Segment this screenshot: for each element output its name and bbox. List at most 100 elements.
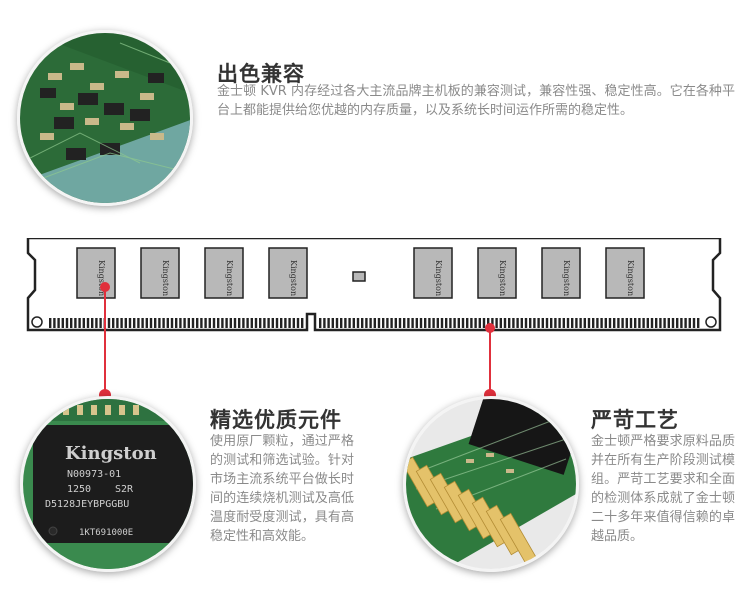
- gold-finger-pin: [288, 318, 291, 328]
- gold-finger-pin: [179, 318, 182, 328]
- gold-finger-pin: [365, 318, 368, 328]
- gold-finger-pin: [107, 318, 111, 328]
- gold-finger-pin: [149, 318, 153, 328]
- gold-finger-pin: [221, 318, 224, 328]
- gold-finger-pin: [424, 318, 427, 328]
- gold-finger-pin: [419, 318, 423, 328]
- gold-finger-pin: [625, 318, 628, 328]
- gold-finger-pin: [671, 318, 675, 328]
- gold-finger-pin: [432, 318, 435, 328]
- gold-finger-pin: [638, 318, 641, 328]
- gold-finger-pin: [529, 318, 532, 328]
- gold-finger-pin: [621, 318, 624, 328]
- gold-finger-pin: [250, 318, 253, 328]
- gold-finger-pin: [212, 318, 216, 328]
- gold-finger-pin: [466, 318, 469, 328]
- memory-chip: Kingston: [140, 247, 180, 299]
- gold-finger-pin: [667, 318, 670, 328]
- gold-finger-pin: [474, 318, 477, 328]
- gold-finger-pin: [225, 318, 228, 328]
- memory-chip: Kingston: [268, 247, 308, 299]
- gold-finger-pin: [613, 318, 616, 328]
- gold-finger-pin: [642, 318, 645, 328]
- gold-finger-pin: [162, 318, 165, 328]
- gold-finger-pin: [676, 318, 679, 328]
- gold-finger-pin: [369, 318, 372, 328]
- gold-finger-pin: [503, 318, 507, 328]
- gold-finger-pin: [684, 318, 687, 328]
- gold-finger-pin: [394, 318, 397, 328]
- gold-finger-pin: [91, 318, 94, 328]
- chip-line4-text: 1KT691000E: [79, 528, 133, 538]
- gold-finger-pin: [335, 318, 339, 328]
- memory-chip-brand-label: Kingston: [626, 260, 635, 296]
- gold-finger-pin: [361, 318, 364, 328]
- gold-finger-pin: [233, 318, 237, 328]
- gold-finger-pin: [86, 318, 90, 328]
- gold-finger-pin: [398, 318, 402, 328]
- gold-finger-pin: [390, 318, 393, 328]
- gold-finger-pin: [74, 318, 77, 328]
- gold-finger-pin: [461, 318, 465, 328]
- memory-chip-brand-label: Kingston: [562, 260, 571, 296]
- gold-finger-pin: [170, 318, 174, 328]
- memory-chip: Kingston: [477, 247, 517, 299]
- memory-chip: Kingston: [541, 247, 581, 299]
- gold-finger-pin: [327, 318, 330, 328]
- gold-finger-pin: [604, 318, 607, 328]
- gold-finger-pin: [692, 318, 696, 328]
- gold-finger-pin: [571, 318, 574, 328]
- components-body: 使用原厂颗粒，通过严格的测试和筛选试验。针对市场主流系统平台做长时间的连续烧机测…: [210, 434, 354, 544]
- chip-line3-text: D5128JEYBPGGBU: [45, 499, 129, 510]
- gold-finger-pin: [663, 318, 666, 328]
- gold-finger-pin: [175, 318, 178, 328]
- gold-finger-pin: [53, 318, 56, 328]
- gold-finger-pin: [301, 318, 304, 328]
- gold-finger-pin: [512, 318, 515, 328]
- gold-finger-pin: [415, 318, 418, 328]
- gold-finger-pin: [204, 318, 207, 328]
- gold-finger-pin: [61, 318, 64, 328]
- gold-finger-pin: [697, 318, 700, 328]
- gold-finger-pin: [246, 318, 249, 328]
- gold-finger-pin: [217, 318, 220, 328]
- gold-finger-pin: [449, 318, 452, 328]
- gold-finger-pin: [440, 318, 444, 328]
- memory-chip-brand-label: Kingston: [289, 260, 298, 296]
- components-title: 精选优质元件: [210, 408, 342, 432]
- gold-finger-pin: [57, 318, 60, 328]
- memory-chip: Kingston: [76, 247, 116, 299]
- gold-finger-pin: [187, 318, 190, 328]
- gold-finger-pin: [386, 318, 389, 328]
- memory-chip: Kingston: [204, 247, 244, 299]
- gold-finger-pin: [78, 318, 81, 328]
- gold-finger-pin: [275, 318, 279, 328]
- gold-finger-pin: [520, 318, 523, 328]
- indicator-dot-right-top: [485, 323, 495, 333]
- gold-finger-pin: [292, 318, 295, 328]
- pcb-closeup-image: [17, 30, 193, 206]
- gold-finger-pin: [629, 318, 633, 328]
- gold-finger-pin: [403, 318, 406, 328]
- gold-finger-pin: [688, 318, 691, 328]
- gold-finger-pin: [145, 318, 148, 328]
- gold-finger-pin: [587, 318, 591, 328]
- gold-finger-pin: [154, 318, 157, 328]
- chip-closeup-image: Kingston N00973-01 1250 S2R D5128JEYBPGG…: [20, 396, 196, 572]
- gold-finger-pin: [112, 318, 115, 328]
- memory-chip-brand-label: Kingston: [498, 260, 507, 296]
- memory-chip: Kingston: [413, 247, 453, 299]
- gold-finger-pin: [411, 318, 414, 328]
- gold-finger-pin: [137, 318, 140, 328]
- gold-finger-pin: [99, 318, 102, 328]
- gold-finger-pin: [650, 318, 654, 328]
- indicator-line-left: [104, 286, 106, 394]
- gold-finger-pin: [537, 318, 540, 328]
- gold-finger-pin: [133, 318, 136, 328]
- gold-fingers-closeup-image: [403, 396, 579, 572]
- gold-finger-pin: [128, 318, 132, 328]
- gold-finger-pin: [554, 318, 557, 328]
- gold-finger-pin: [323, 318, 326, 328]
- gold-finger-pin: [508, 318, 511, 328]
- gold-finger-pin: [331, 318, 334, 328]
